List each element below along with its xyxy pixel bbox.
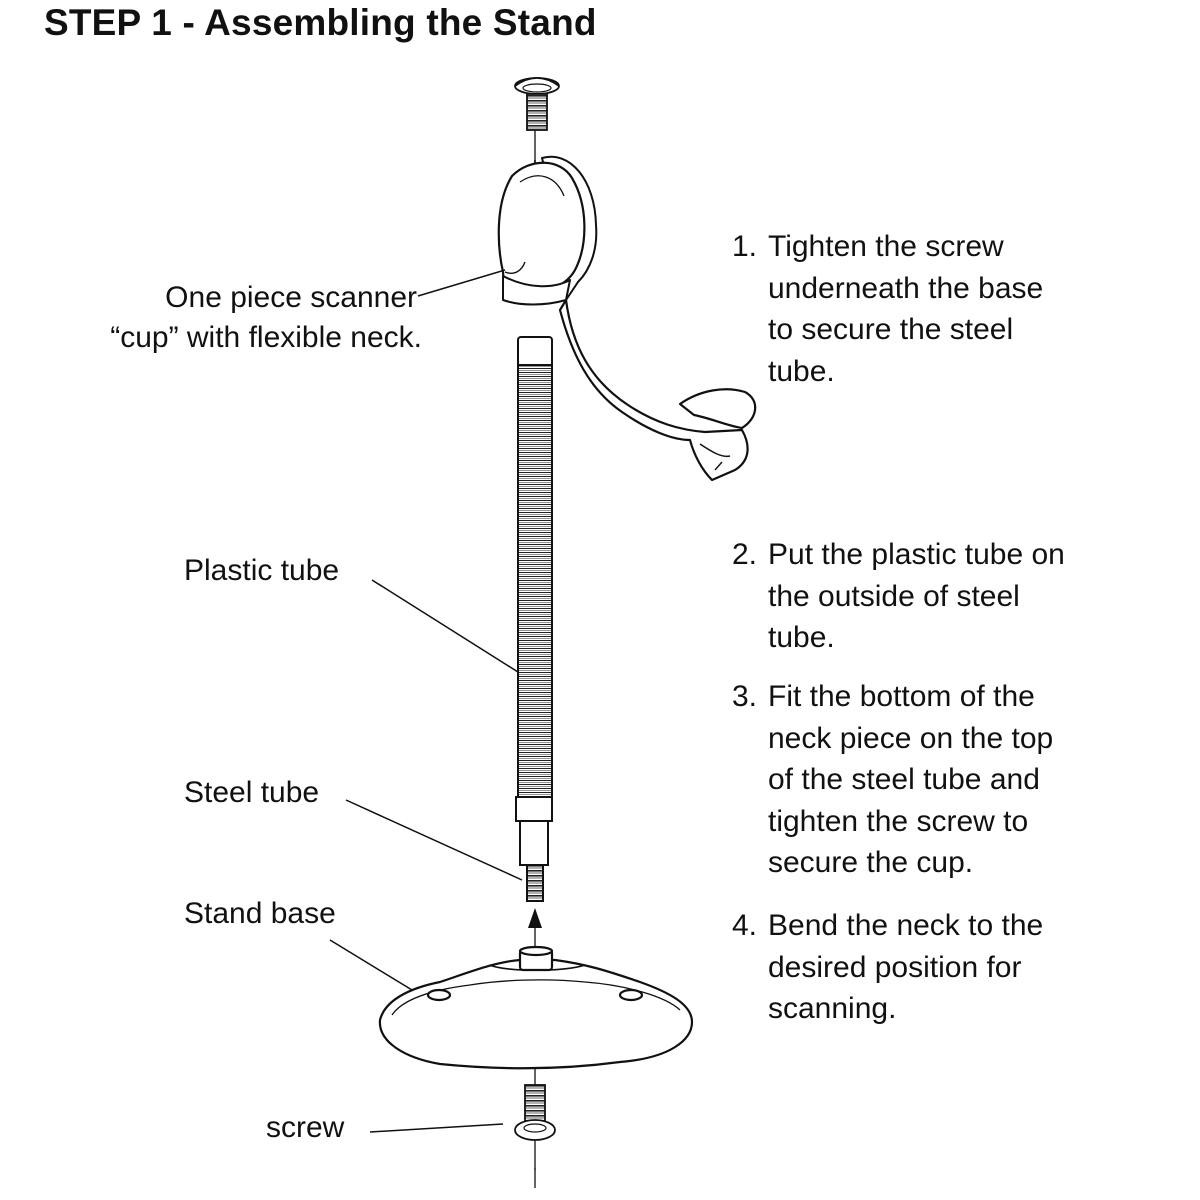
step-1-line: to secure the steel xyxy=(768,313,1014,346)
leader-lines xyxy=(329,269,523,1133)
top-screw xyxy=(514,77,560,131)
steel-tube xyxy=(515,796,553,902)
page-title: STEP 1 - Assembling the Stand xyxy=(44,2,597,43)
step-4: 4. Bend the neck to the desired position… xyxy=(732,905,1043,1030)
step-3-line: of the steel tube and xyxy=(768,763,1040,796)
step-3-line: Fit the bottom of the xyxy=(768,680,1035,713)
step-4-number: 4. xyxy=(732,909,758,942)
screw-label: screw xyxy=(266,1111,345,1144)
step-3-line: neck piece on the top xyxy=(768,721,1054,755)
step-2-line: the outside of steel xyxy=(768,579,1020,613)
step-3: 3. Fit the bottom of the neck piece on t… xyxy=(732,676,1053,884)
cup-label-second: “cup” with flexible neck. xyxy=(110,318,422,358)
up-arrow xyxy=(528,908,542,928)
step-3-line: tighten the screw to xyxy=(768,804,1029,838)
step-4-line: desired position for xyxy=(768,950,1022,984)
step-2-line: tube. xyxy=(768,621,835,654)
step-1: 1. Tighten the screw underneath the base… xyxy=(732,226,1043,392)
step-1-line: underneath the base xyxy=(768,271,1044,305)
cup-label-line-2: “cup” with flexible neck. xyxy=(110,321,422,354)
step-3-number: 3. xyxy=(732,680,758,713)
step-2-line: Put the plastic tube on xyxy=(768,538,1065,571)
step-1-line: Tighten the screw xyxy=(768,230,1004,263)
step-1-line: tube. xyxy=(768,354,835,388)
step-2: 2. Put the plastic tube on the outside o… xyxy=(732,534,1065,659)
step-4-line: Bend the neck to the xyxy=(768,909,1044,942)
scanner-cup xyxy=(497,155,757,482)
step-2-number: 2. xyxy=(732,538,758,571)
stand-base xyxy=(378,945,694,1070)
cup-label: One piece scanner xyxy=(165,278,417,318)
plastic-tube-label: Plastic tube xyxy=(184,554,340,587)
plastic-tube xyxy=(517,336,553,798)
step-3-line: secure the cup. xyxy=(768,846,974,879)
bottom-screw xyxy=(514,1084,556,1170)
stand-base-label: Stand base xyxy=(184,897,336,930)
step-1-number: 1. xyxy=(732,230,758,263)
step-4-line: scanning. xyxy=(768,992,897,1025)
steel-tube-label: Steel tube xyxy=(184,776,320,809)
cup-label-line-1: One piece scanner xyxy=(165,281,417,314)
